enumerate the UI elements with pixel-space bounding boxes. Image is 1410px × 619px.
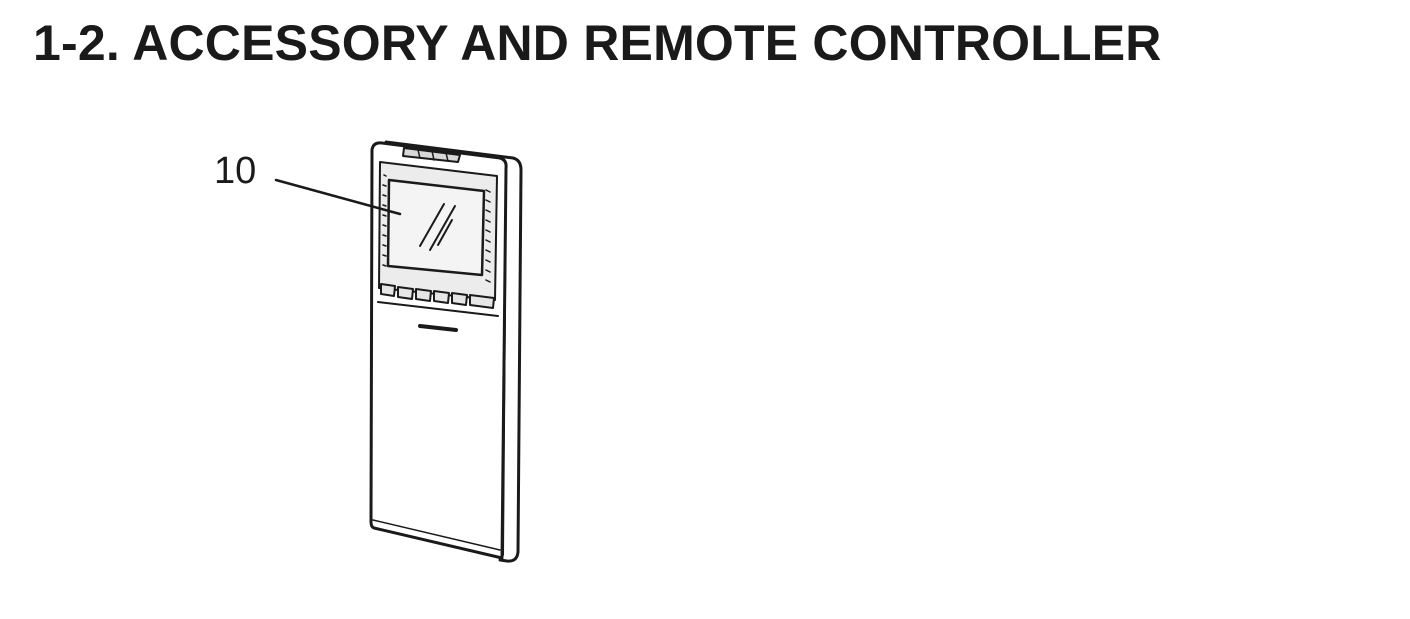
remote-button <box>433 290 450 304</box>
screen-glare-lines <box>419 203 456 251</box>
button-row <box>380 283 495 309</box>
callout-leader-line <box>274 178 402 216</box>
remote-controller-illustration <box>369 140 523 563</box>
bezel-hatching <box>382 174 491 283</box>
display-screen <box>386 178 486 277</box>
callout-number: 10 <box>214 150 257 192</box>
remote-button <box>397 286 414 300</box>
panel-divider <box>377 301 499 317</box>
remote-button <box>451 292 468 306</box>
brand-logo-mark <box>418 324 458 332</box>
remote-side-edge <box>384 140 523 563</box>
remote-top-sensor <box>402 147 461 163</box>
remote-button <box>380 283 396 297</box>
section-title: 1-2. ACCESSORY AND REMOTE CONTROLLER <box>33 15 1162 71</box>
lower-cover-seam <box>372 519 501 551</box>
remote-button <box>469 294 495 309</box>
remote-button <box>415 288 432 302</box>
